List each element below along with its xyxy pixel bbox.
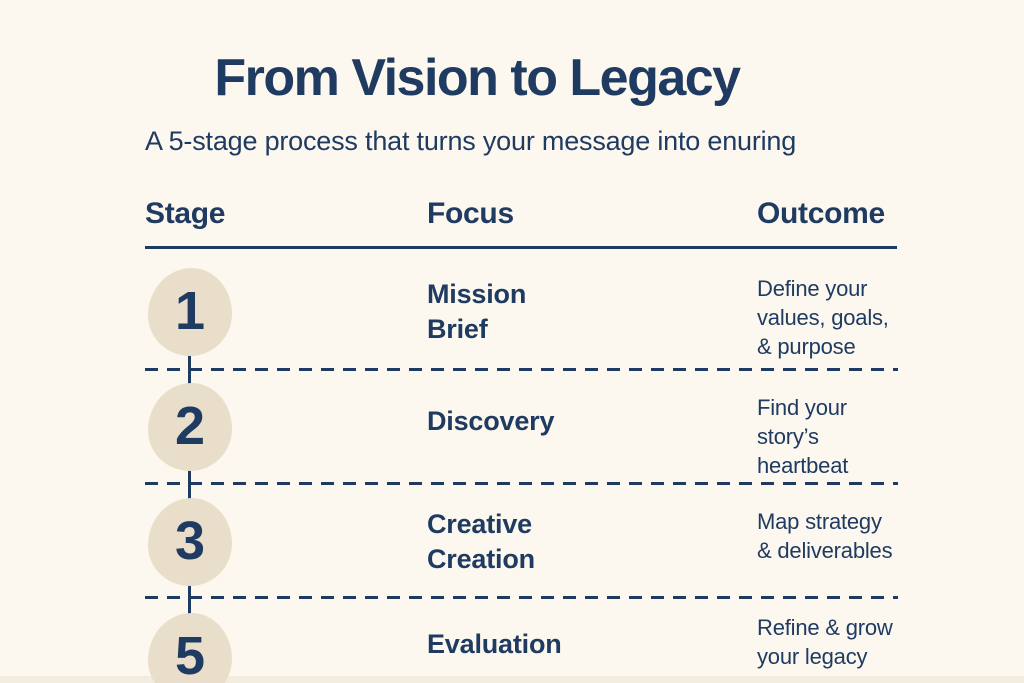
column-header-outcome: Outcome: [757, 197, 885, 230]
column-header-stage: Stage: [145, 197, 226, 230]
connector-line-3: [188, 580, 191, 616]
stage-3-badge: 3: [148, 498, 232, 586]
stage-4-badge: 5: [148, 613, 232, 683]
stage-2-badge: 2: [148, 383, 232, 471]
stage-1-focus: Mission Brief: [427, 279, 527, 344]
stage-3-number: 3: [174, 511, 206, 571]
row-separator-1: [145, 368, 898, 371]
stage-3-outcome: Map strategy & deliverables: [757, 509, 893, 563]
column-header-focus: Focus: [427, 197, 514, 230]
stage-4-focus: Evaluation: [427, 629, 562, 659]
page-title: From Vision to Legacy: [214, 49, 741, 107]
stage-2-outcome: Find your story’s heartbeat: [757, 395, 849, 478]
connector-line-2: [188, 465, 191, 501]
stage-4-outcome: Refine & grow your legacy: [757, 615, 893, 669]
row-separator-3: [145, 596, 898, 599]
page-subtitle: A 5-stage process that turns your messag…: [145, 126, 797, 156]
stage-2-number: 2: [174, 396, 206, 456]
stage-1-number: 1: [174, 281, 206, 341]
stage-4-number: 5: [174, 626, 206, 683]
connector-line-1: [188, 350, 191, 386]
stage-1-badge: 1: [148, 268, 232, 356]
row-separator-2: [145, 482, 898, 485]
header-underline: [145, 246, 897, 249]
stage-2-focus: Discovery: [427, 406, 555, 436]
stage-3-focus: Creative Creation: [427, 509, 535, 574]
bottom-edge-band: [0, 676, 1024, 683]
stage-1-outcome: Define your values, goals, & purpose: [757, 276, 889, 359]
